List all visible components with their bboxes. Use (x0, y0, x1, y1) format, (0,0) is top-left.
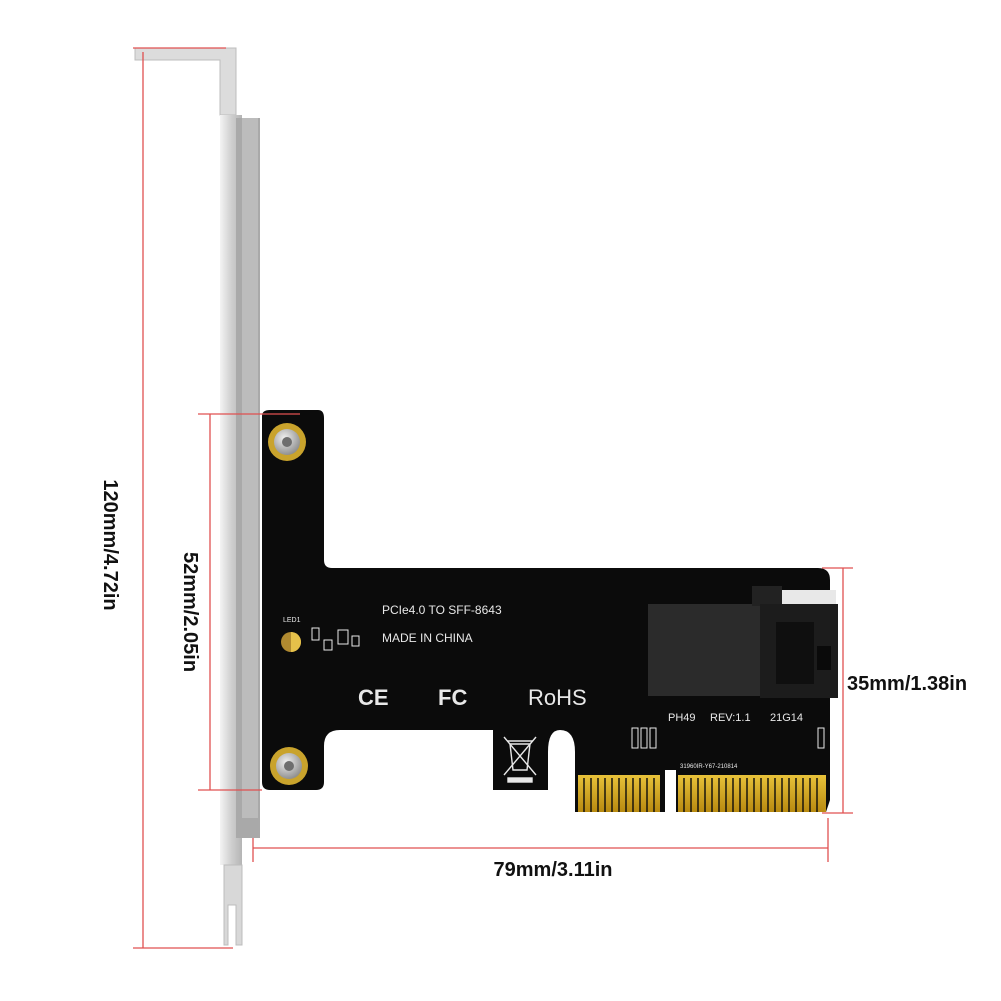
rohs-mark: RoHS (528, 685, 587, 710)
led-label: LED1 (283, 617, 301, 624)
led-indicator: LED1 (281, 617, 360, 652)
serial-text: 31960IR-Y67-210814 (680, 764, 738, 770)
dimension-bracket-height: 52mm/2.05in (179, 552, 201, 672)
revision-text: REV:1.1 (710, 712, 751, 724)
pcb-board (262, 410, 830, 812)
board-model-text: PCIe4.0 TO SFF-8643 (382, 603, 502, 617)
weee-bin-icon (503, 736, 537, 783)
mounting-bracket (134, 47, 260, 946)
dimension-card-height: 35mm/1.38in (847, 673, 967, 695)
sff-8643-connector (648, 586, 838, 698)
screw-top (268, 423, 306, 461)
smd-components (631, 727, 825, 749)
part-code-text: PH49 (668, 712, 696, 724)
pcie-edge-connector (578, 775, 826, 812)
fc-mark: FC (438, 685, 467, 710)
screw-bottom (270, 747, 308, 785)
board-origin-text: MADE IN CHINA (382, 631, 473, 645)
dimension-card-width: 79mm/3.11in (494, 859, 613, 881)
dimension-total-height: 120mm/4.72in (99, 479, 121, 610)
date-code-text: 21G14 (770, 712, 803, 724)
ce-mark: CE (358, 685, 389, 710)
dimension-lines (133, 47, 853, 949)
